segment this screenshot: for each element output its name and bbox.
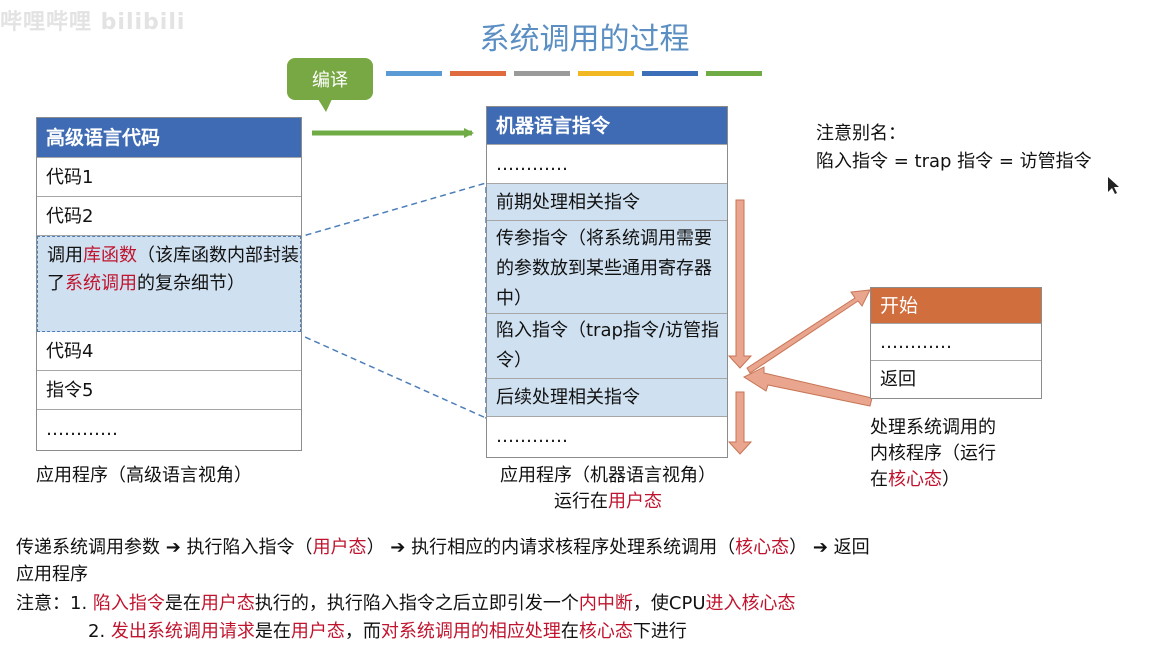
note-2-term-handling: 对系统调用的相应处理 [380, 621, 561, 642]
instr-row-ellipsis-bottom: ………… [487, 417, 727, 457]
system-call-term: 系统调用 [65, 273, 137, 294]
flow-step-return: 返回 [827, 537, 870, 558]
flow-description: 传递系统调用参数 ➔ 执行陷入指令（用户态） ➔ 执行相应的内请求核程序处理系统… [16, 534, 1156, 588]
note-2-term-user-mode: 用户态 [290, 621, 345, 642]
note-1-term-user-mode: 用户态 [200, 593, 255, 614]
kernel-caption-run-in: 在 [870, 469, 888, 490]
library-call-row: 调用库函数（该库函数内部封装了系统调用的复杂细节） [37, 236, 301, 332]
flow-line-1: 传递系统调用参数 ➔ 执行陷入指令（用户态） ➔ 执行相应的内请求核程序处理系统… [16, 534, 1156, 561]
kernel-caption-line1: 处理系统调用的 [870, 417, 996, 438]
library-call-text-1: 调用 [47, 245, 83, 266]
middle-caption-line2: 运行在用户态 [470, 489, 746, 515]
note-2-text-h: 下进行 [632, 621, 687, 642]
instr-row-pre-processing: 前期处理相关指令 [487, 184, 727, 221]
note-2-term-kernel-mode: 核心态 [578, 621, 633, 642]
kernel-mode-term: 核心态 [888, 469, 942, 490]
note-1-term-enter-kernel: 进入核心态 [705, 593, 796, 614]
alias-note-body: 陷入指令 = trap 指令 = 访管指令 [816, 151, 1092, 172]
flow-arrow-icon-2: ➔ [390, 537, 406, 558]
note-2-text-d: ，而 [344, 621, 381, 642]
note-1-text-d: 执行的，执行陷入指令之后立即引发一个 [254, 593, 579, 614]
notes-block: 注意：1. 陷入指令是在用户态执行的，执行陷入指令之后立即引发一个内中断，使CP… [16, 590, 796, 646]
flow-kernel-mode: 核心态 [735, 537, 790, 558]
bubble-tail [318, 99, 332, 112]
note-1-term-trap: 陷入指令 [92, 593, 165, 614]
note-1: 注意：1. 陷入指令是在用户态执行的，执行陷入指令之后立即引发一个内中断，使CP… [16, 590, 796, 618]
note-1-text-f: ，使CPU [632, 593, 706, 614]
return-arrow [742, 366, 873, 407]
color-bar-segment [578, 71, 634, 76]
middle-caption-run-in: 运行在 [554, 491, 608, 512]
kernel-caption-line3: 在核心态） [870, 467, 996, 493]
code-row-4: 代码4 [37, 332, 301, 371]
color-bar-segment [450, 71, 506, 76]
kernel-start-header: 开始 [871, 288, 1041, 324]
kernel-caption-line2: 内核程序（运行 [870, 443, 996, 464]
color-bar-segment [706, 71, 762, 76]
alias-note: 注意别名： 陷入指令 = trap 指令 = 访管指令 [816, 120, 1092, 176]
flow-user-mode: 用户态 [312, 537, 367, 558]
flow-paren-close-1: ） [366, 537, 391, 558]
left-table-caption: 应用程序（高级语言视角） [36, 465, 252, 486]
code-row-5: 指令5 [37, 371, 301, 410]
flow-step-trap: 执行陷入指令（ [180, 537, 313, 558]
note-2-term-request: 发出系统调用请求 [110, 621, 255, 642]
kernel-caption-close: ） [942, 469, 960, 490]
instr-row-post-processing: 后续处理相关指令 [487, 379, 727, 417]
code-row-1: 代码1 [37, 158, 301, 197]
mapping-line-bottom [295, 332, 487, 419]
note-2-number: 2. [88, 621, 111, 642]
high-level-code-header: 高级语言代码 [37, 118, 301, 158]
mapping-line-top [295, 182, 487, 239]
instr-row-trap: 陷入指令（trap指令/访管指令） [487, 314, 727, 379]
watermark-logo: 哔哩哔哩 bilibili [0, 10, 186, 35]
flow-paren-close-2: ） [789, 537, 813, 558]
cursor-icon [1108, 177, 1119, 194]
flow-step-kernel: 执行相应的内请求核程序处理系统调用（ [405, 537, 736, 558]
slide-title: 系统调用的过程 [479, 22, 690, 57]
note-1-text-b: 是在 [164, 593, 201, 614]
flow-arrows [727, 199, 873, 455]
note-1-term-internal-interrupt: 内中断 [578, 593, 633, 614]
note-2: 2. 发出系统调用请求是在用户态，而对系统调用的相应处理在核心态下进行 [16, 618, 796, 646]
flow-arrow-icon-3: ➔ [812, 537, 828, 558]
flow-arrow-icon-1: ➔ [165, 537, 181, 558]
machine-instruction-table: 机器语言指令 ………… 前期处理相关指令 传参指令（将系统调用需要的参数放到某些… [486, 106, 728, 458]
code-row-ellipsis: ………… [37, 410, 301, 450]
flow-line-2: 应用程序 [16, 564, 88, 585]
color-bar-segment [514, 71, 570, 76]
instr-row-pass-params: 传参指令（将系统调用需要的参数放到某些通用寄存器中） [487, 221, 727, 314]
kernel-row-return: 返回 [871, 361, 1041, 398]
color-bar-segment [642, 71, 698, 76]
code-row-2: 代码2 [37, 197, 301, 236]
user-mode-term: 用户态 [608, 491, 662, 512]
note-1-number: 1. [70, 593, 93, 614]
library-function-term: 库函数 [83, 245, 137, 266]
color-bar-segment [386, 71, 442, 76]
flow-step-pass-params: 传递系统调用参数 [16, 537, 166, 558]
kernel-row-ellipsis: ………… [871, 324, 1041, 361]
note-2-text-b: 是在 [254, 621, 291, 642]
high-level-code-table: 高级语言代码 代码1 代码2 调用库函数（该库函数内部封装了系统调用的复杂细节）… [36, 117, 302, 451]
kernel-routine-caption: 处理系统调用的 内核程序（运行 在核心态） [870, 415, 996, 493]
note-2-text-f: 在 [560, 621, 579, 642]
library-call-text-3: 的复杂细节） [137, 273, 245, 294]
instr-row-ellipsis-top: ………… [487, 145, 727, 184]
compile-bubble: 编译 [287, 58, 373, 100]
middle-caption-line1: 应用程序（机器语言视角） [500, 465, 716, 486]
library-call-text-2: （该库函数内部封装了 [47, 245, 299, 294]
kernel-routine-table: 开始 ………… 返回 [870, 287, 1042, 399]
machine-instruction-header: 机器语言指令 [487, 107, 727, 145]
notes-label: 注意： [16, 593, 70, 614]
trap-arrow [746, 289, 871, 374]
middle-table-caption: 应用程序（机器语言视角） 运行在用户态 [470, 463, 746, 515]
down-arrow-2 [727, 391, 753, 455]
down-arrow-1 [727, 199, 753, 369]
alias-note-title: 注意别名： [816, 123, 906, 144]
